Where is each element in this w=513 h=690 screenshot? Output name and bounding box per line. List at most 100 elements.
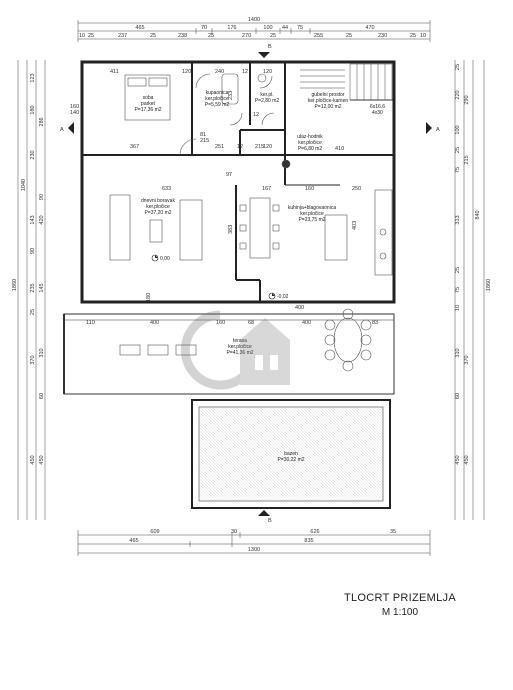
living-sofas — [109, 194, 203, 261]
svg-text:110: 110 — [86, 320, 95, 326]
dim-bottom-total: 1300 — [248, 547, 260, 553]
svg-text:44: 44 — [282, 25, 288, 31]
room-label-living: dnevni boravak ker.pločice P=37,20 m2 — [141, 198, 175, 216]
dim-right-total: 1860 — [486, 279, 492, 291]
svg-text:parket: parket — [141, 101, 156, 107]
bottom-dimensions — [77, 530, 431, 556]
svg-text:143: 143 — [30, 215, 36, 224]
svg-text:60: 60 — [455, 393, 461, 399]
svg-text:gubelni prostor: gubelni prostor — [311, 92, 344, 98]
svg-text:P=17,36 m2: P=17,36 m2 — [134, 107, 161, 113]
svg-text:A: A — [60, 127, 64, 133]
svg-text:25: 25 — [88, 33, 94, 39]
section-marker-a-right: A — [426, 122, 440, 134]
svg-text:160: 160 — [216, 320, 225, 326]
svg-text:B: B — [268, 518, 272, 524]
svg-text:465: 465 — [129, 538, 138, 544]
room-label-bathroom: kupaonica ker.pločice P=5,59 m2 — [205, 90, 230, 108]
svg-text:75: 75 — [455, 167, 461, 173]
svg-text:dnevni boravak: dnevni boravak — [141, 198, 175, 204]
svg-text:215: 215 — [255, 144, 264, 150]
svg-text:313: 313 — [455, 215, 461, 224]
svg-text:75: 75 — [455, 287, 461, 293]
svg-text:167: 167 — [262, 186, 271, 192]
bathroom-fixtures — [221, 73, 291, 169]
svg-text:4x30: 4x30 — [372, 110, 383, 116]
svg-text:367: 367 — [130, 144, 139, 150]
section-marker-b-bottom: B — [258, 510, 272, 524]
level-marker-main: 0,00 — [151, 254, 170, 262]
svg-text:240: 240 — [215, 69, 224, 75]
dim-left-inner: 123 180 286 230 90 143 420 90 235 145 25… — [30, 73, 45, 464]
svg-text:90: 90 — [39, 194, 45, 200]
svg-text:145: 145 — [39, 283, 45, 292]
section-marker-a-left: A — [60, 122, 74, 134]
svg-text:120: 120 — [182, 69, 191, 75]
right-dimensions — [454, 60, 485, 520]
svg-text:25: 25 — [410, 33, 416, 39]
dining-table — [239, 197, 280, 259]
svg-text:176: 176 — [227, 25, 236, 31]
svg-text:123: 123 — [30, 73, 36, 82]
room-label-kitchen: kuhinja+blagovaonica ker.pločice P=23,75… — [288, 205, 336, 223]
svg-text:286: 286 — [39, 117, 45, 126]
dim-top-inner: 10 25 237 25 238 25 270 25 255 25 230 25… — [79, 33, 426, 39]
svg-text:400: 400 — [150, 320, 159, 326]
staircase — [300, 63, 393, 101]
svg-text:235: 235 — [30, 283, 36, 292]
svg-text:100: 100 — [263, 25, 272, 31]
room-label-bedroom: soba parket P=17,36 m2 — [134, 95, 161, 113]
svg-text:12: 12 — [237, 144, 243, 150]
svg-text:450: 450 — [455, 455, 461, 464]
svg-text:kupaonica: kupaonica — [206, 90, 229, 96]
svg-text:35: 35 — [390, 529, 396, 535]
svg-text:233: 233 — [228, 91, 234, 100]
svg-text:626: 626 — [310, 529, 319, 535]
svg-text:ker.pločice-kamen: ker.pločice-kamen — [308, 98, 349, 104]
dim-bottom-inner: 465 835 — [129, 538, 313, 544]
svg-text:10: 10 — [455, 305, 461, 311]
svg-text:25: 25 — [270, 33, 276, 39]
top-dimensions — [77, 20, 431, 42]
svg-text:P=2,80 m2: P=2,80 m2 — [255, 98, 280, 104]
svg-text:P=5,59 m2: P=5,59 m2 — [205, 102, 230, 108]
svg-text:0,00: 0,00 — [160, 256, 170, 262]
svg-text:230: 230 — [30, 150, 36, 159]
svg-text:ulaz-hodnik: ulaz-hodnik — [297, 134, 323, 140]
section-marker-b-top: B — [258, 44, 272, 58]
svg-text:420: 420 — [39, 215, 45, 224]
svg-text:P=6,80 m2: P=6,80 m2 — [298, 146, 323, 152]
svg-text:370: 370 — [464, 355, 470, 364]
svg-text:60: 60 — [39, 393, 45, 399]
level-marker-terrace: -0,02 — [268, 292, 289, 300]
svg-text:180: 180 — [146, 293, 152, 302]
svg-text:411: 411 — [110, 69, 119, 75]
svg-text:400: 400 — [295, 305, 304, 311]
svg-text:160: 160 — [305, 186, 314, 192]
stair-note: 6x16,6 4x30 — [370, 104, 385, 116]
room-label-terrace: terasa ker.pločice P=41,36 m2 — [226, 338, 253, 356]
svg-text:450: 450 — [30, 455, 36, 464]
outdoor-dining — [324, 308, 372, 372]
svg-text:68: 68 — [248, 320, 254, 326]
svg-text:25: 25 — [150, 33, 156, 39]
svg-text:25: 25 — [208, 33, 214, 39]
svg-text:soba: soba — [143, 95, 154, 101]
svg-text:230: 230 — [378, 33, 387, 39]
svg-text:6x16,6: 6x16,6 — [370, 104, 385, 110]
svg-text:25: 25 — [455, 267, 461, 273]
svg-text:ker.pločice: ker.pločice — [298, 140, 322, 146]
svg-text:465: 465 — [135, 25, 144, 31]
svg-text:ker.pločice: ker.pločice — [205, 96, 229, 102]
dim-left-mid: 1040 — [21, 179, 27, 191]
svg-text:140: 140 — [70, 110, 79, 116]
svg-text:470: 470 — [365, 25, 374, 31]
svg-text:P=23,75 m2: P=23,75 m2 — [298, 217, 325, 223]
left-dimensions — [17, 60, 46, 520]
svg-text:250: 250 — [352, 186, 361, 192]
svg-text:bazen: bazen — [284, 451, 298, 457]
svg-text:97: 97 — [226, 172, 232, 178]
svg-text:310: 310 — [455, 348, 461, 357]
svg-text:90: 90 — [30, 248, 36, 254]
svg-text:400: 400 — [302, 320, 311, 326]
